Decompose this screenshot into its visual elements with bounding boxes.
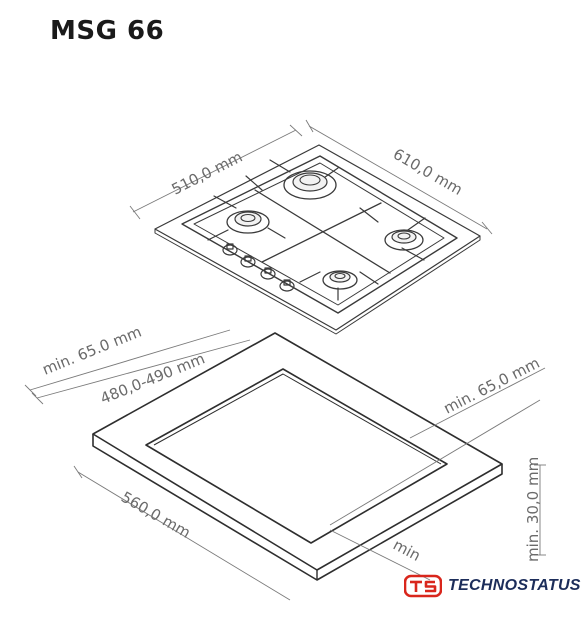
hob-illustration (154, 144, 481, 335)
worktop-dimension-lines (24, 329, 546, 601)
technostatus-logo-mark (404, 574, 442, 598)
burner-small (322, 270, 358, 290)
burner-medium-right (384, 229, 424, 251)
burner-medium-left (226, 210, 270, 234)
cutout-opening (145, 368, 448, 544)
cutout-inner-edge (153, 373, 442, 465)
worktop-thickness-label: min. 30,0 mm (524, 457, 542, 562)
technostatus-logo: TECHNOSTATUS (404, 574, 581, 598)
model-title: MSG 66 (50, 16, 165, 46)
hob-dimension-lines (129, 119, 493, 235)
technostatus-wordmark: TECHNOSTATUS (448, 577, 581, 594)
knob (240, 256, 256, 268)
knob (279, 280, 295, 292)
front-clearance-label: min (390, 536, 423, 565)
hob-plate-edge (154, 228, 481, 335)
knob (222, 244, 238, 256)
control-knobs (222, 243, 295, 292)
cutout-width-label: 560,0 mm (118, 488, 194, 542)
hob-width-label: 610,0 mm (390, 145, 466, 199)
burner-large (283, 170, 337, 200)
worktop-illustration (92, 332, 503, 581)
pan-support-frame-inner (193, 162, 445, 306)
pan-support-frame (181, 155, 458, 314)
knob (260, 268, 276, 280)
rear-clearance-label: min. 65.0 mm (40, 323, 144, 379)
grate-bar (261, 202, 382, 263)
